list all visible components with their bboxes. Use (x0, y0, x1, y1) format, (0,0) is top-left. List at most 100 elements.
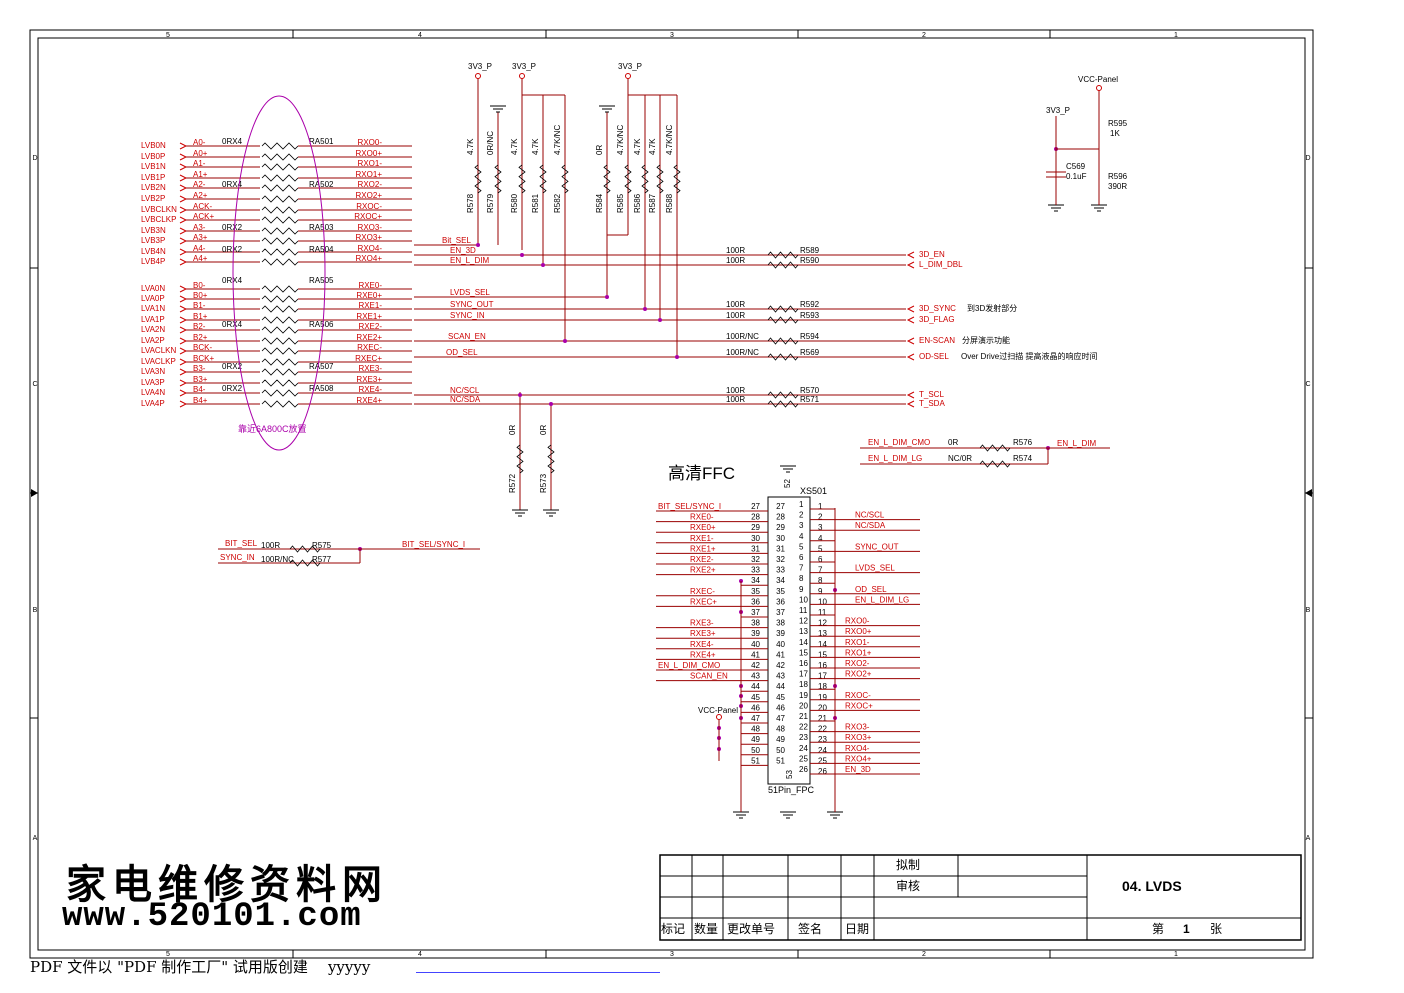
port-arrow-icon (179, 206, 188, 214)
pullup-wiring (477, 78, 678, 510)
fpc-pin-num: 12 (799, 617, 808, 626)
port-arrow-icon (179, 358, 188, 366)
pack-ref: RA502 (309, 180, 334, 189)
fpc-connector-body (767, 496, 811, 785)
hres-value: NC/0R (948, 454, 972, 463)
lvds-out-label: RXEC- (357, 343, 382, 352)
pack-value: 0RX2 (222, 223, 243, 232)
lvds-net-label: LVB4P (141, 257, 165, 266)
fpc-pin-num: 14 (818, 640, 827, 649)
fpc-pin-num: 21 (799, 712, 808, 721)
resistor-icon (261, 216, 299, 224)
fpc-pin-num: 47 (776, 714, 785, 723)
lvds-net-label: LVA1N (141, 304, 165, 313)
res-val: 390R (1108, 182, 1127, 191)
net-label: OD_SEL (446, 348, 478, 357)
lvds-pin-label: B2- (193, 322, 206, 331)
col-label: 2 (922, 32, 926, 39)
port-label: 3D_EN (919, 250, 945, 259)
lvds-net-label: LVA4P (141, 399, 165, 408)
resistor-icon (261, 258, 299, 266)
tb-drawn: 拟制 (896, 858, 920, 872)
resistor-icon (261, 237, 299, 245)
port-label: T_SDA (919, 399, 945, 408)
fpc-net-label: RXEC+ (690, 597, 717, 606)
port-arrow-icon (179, 295, 188, 303)
port-arrow-icon (906, 337, 915, 345)
vres-value: 4.7K (531, 138, 540, 155)
lvds-pin-label: A2+ (193, 191, 208, 200)
port-arrow-icon (179, 368, 188, 376)
fpc-pin-num: 30 (751, 534, 760, 543)
pack-value: 0RX4 (222, 320, 243, 329)
fpc-pin-num: 49 (751, 735, 760, 744)
port-arrow-icon (906, 391, 915, 399)
pack-ref: RA506 (309, 320, 334, 329)
hres-ref: R577 (312, 555, 332, 564)
fpc-pin-num: 48 (776, 725, 785, 734)
port-arrow-icon (179, 184, 188, 192)
resistor-icon (261, 305, 299, 313)
vres-ref: R582 (553, 193, 562, 213)
panel-supply (1046, 90, 1100, 205)
lvds-out-label: RXOC+ (354, 212, 382, 221)
vres-value: 4.7K (633, 138, 642, 155)
resistor-icon (516, 444, 524, 474)
hres-value: 100R (726, 246, 745, 255)
port-label: 3D_FLAG (919, 315, 955, 324)
fpc-pin-num: 11 (799, 606, 808, 615)
fpc-pin-num: 38 (751, 619, 760, 628)
hres-ref: R594 (800, 332, 820, 341)
fpc-pin-num: 5 (799, 542, 804, 551)
hres-value: 100R (726, 300, 745, 309)
pack-ref: RA508 (309, 384, 334, 393)
watermark-cn: 家电维修资料网 (66, 861, 388, 908)
fpc-pin-num: 41 (751, 650, 760, 659)
annotation-note: 分屏演示功能 (962, 335, 1010, 345)
power-rail-icon (519, 73, 525, 79)
hres-ref: R569 (800, 348, 820, 357)
net-label: SYNC_IN (220, 553, 255, 562)
power-rail-icon (716, 714, 722, 720)
fpc-pin-num: 11 (818, 608, 827, 617)
fpc-net-label: RXO4+ (845, 754, 872, 763)
col-label: 3 (670, 951, 674, 958)
res-ref: R596 (1108, 172, 1128, 181)
vres-ref: R584 (595, 193, 604, 213)
resistor-icon (767, 353, 799, 361)
fpc-pin-num: 13 (799, 627, 808, 636)
fpc-pin-num: 2 (818, 513, 823, 522)
resistor-icon (979, 460, 1011, 468)
lvds-pin-label: B3+ (193, 375, 208, 384)
lvds-pin-label: A1- (193, 159, 206, 168)
col-label: 4 (418, 32, 422, 39)
fpc-net-label: NC/SCL (855, 511, 885, 520)
lvds-pin-label: A1+ (193, 170, 208, 179)
lvds-out-label: RXO3- (358, 223, 383, 232)
resistor-icon (767, 261, 799, 269)
fpc-pin-num: 33 (776, 566, 785, 575)
fpc-pin-num: 48 (751, 725, 760, 734)
resistor-icon (603, 164, 611, 194)
net-label: EN_L_DIM (1057, 439, 1096, 448)
resistor-icon (561, 164, 569, 194)
resistor-icon (261, 400, 299, 408)
port-arrow-icon (179, 379, 188, 387)
fpc-pin-num: 36 (751, 597, 760, 606)
annotation-note: 到3D发射部分 (967, 303, 1017, 313)
port-arrow-icon (179, 285, 188, 293)
resistor-icon (767, 305, 799, 313)
junction-dot (658, 318, 662, 322)
port-arrow-icon (179, 174, 188, 182)
lvds-pin-label: A0+ (193, 149, 208, 158)
resistor-icon (767, 337, 799, 345)
pack-value: 0RX4 (222, 276, 243, 285)
lvds-pin-label: A3- (193, 223, 206, 232)
vres-value: 4.7K (466, 138, 475, 155)
connector-pin53: 53 (785, 770, 794, 779)
lvds-net-label: LVA4N (141, 388, 165, 397)
vres-ref: R578 (466, 193, 475, 213)
fpc-pin-num: 43 (751, 672, 760, 681)
rail-label: 3V3_P (1046, 106, 1070, 115)
